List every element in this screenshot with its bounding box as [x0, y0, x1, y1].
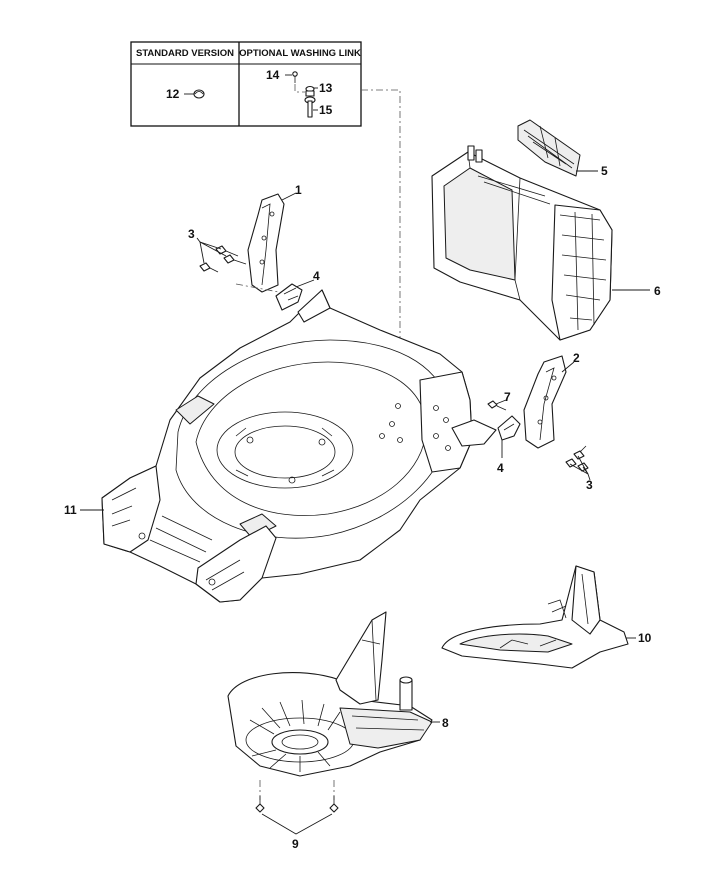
callout-8: 8	[442, 716, 449, 730]
callout-10: 10	[638, 631, 652, 645]
callout-1: 1	[295, 183, 302, 197]
deflector-part-8	[227, 611, 440, 777]
callout-4-right: 4	[497, 461, 504, 475]
clip-part-4-left	[275, 279, 315, 311]
screws-part-3-left	[196, 237, 247, 273]
screws-part-9	[255, 780, 339, 835]
callout-5: 5	[601, 164, 608, 178]
callout-3-right: 3	[586, 478, 593, 492]
callout-12: 12	[166, 87, 180, 101]
callout-4-left: 4	[313, 269, 320, 283]
screws-part-3-right	[565, 445, 591, 481]
plug-12-drawing	[184, 89, 205, 99]
washing-link-drawing	[285, 71, 318, 118]
mower-deck-part-11	[80, 289, 497, 603]
grass-bag-frame-part-6	[431, 145, 650, 341]
callout-2: 2	[573, 351, 580, 365]
grille-part-5	[517, 119, 598, 177]
callout-7: 7	[504, 390, 511, 404]
callout-13: 13	[319, 81, 333, 95]
callout-15: 15	[319, 103, 333, 117]
rear-guard-part-10	[441, 565, 636, 669]
washing-link-reference-line	[361, 89, 401, 395]
callout-14: 14	[266, 68, 280, 82]
screw-part-7	[487, 399, 507, 411]
callout-3-left: 3	[188, 227, 195, 241]
optional-washing-link-title: OPTIONAL WASHING LINK	[239, 48, 361, 59]
clip-part-4-right	[497, 415, 521, 458]
standard-version-title: STANDARD VERSION	[136, 48, 234, 59]
callout-11: 11	[64, 503, 77, 517]
handle-bracket-part-1	[235, 192, 301, 297]
handle-bracket-part-2	[523, 355, 575, 449]
version-legend-box: STANDARD VERSION OPTIONAL WASHING LINK 1…	[130, 41, 362, 127]
callout-6: 6	[654, 284, 661, 298]
callout-9: 9	[292, 837, 299, 851]
